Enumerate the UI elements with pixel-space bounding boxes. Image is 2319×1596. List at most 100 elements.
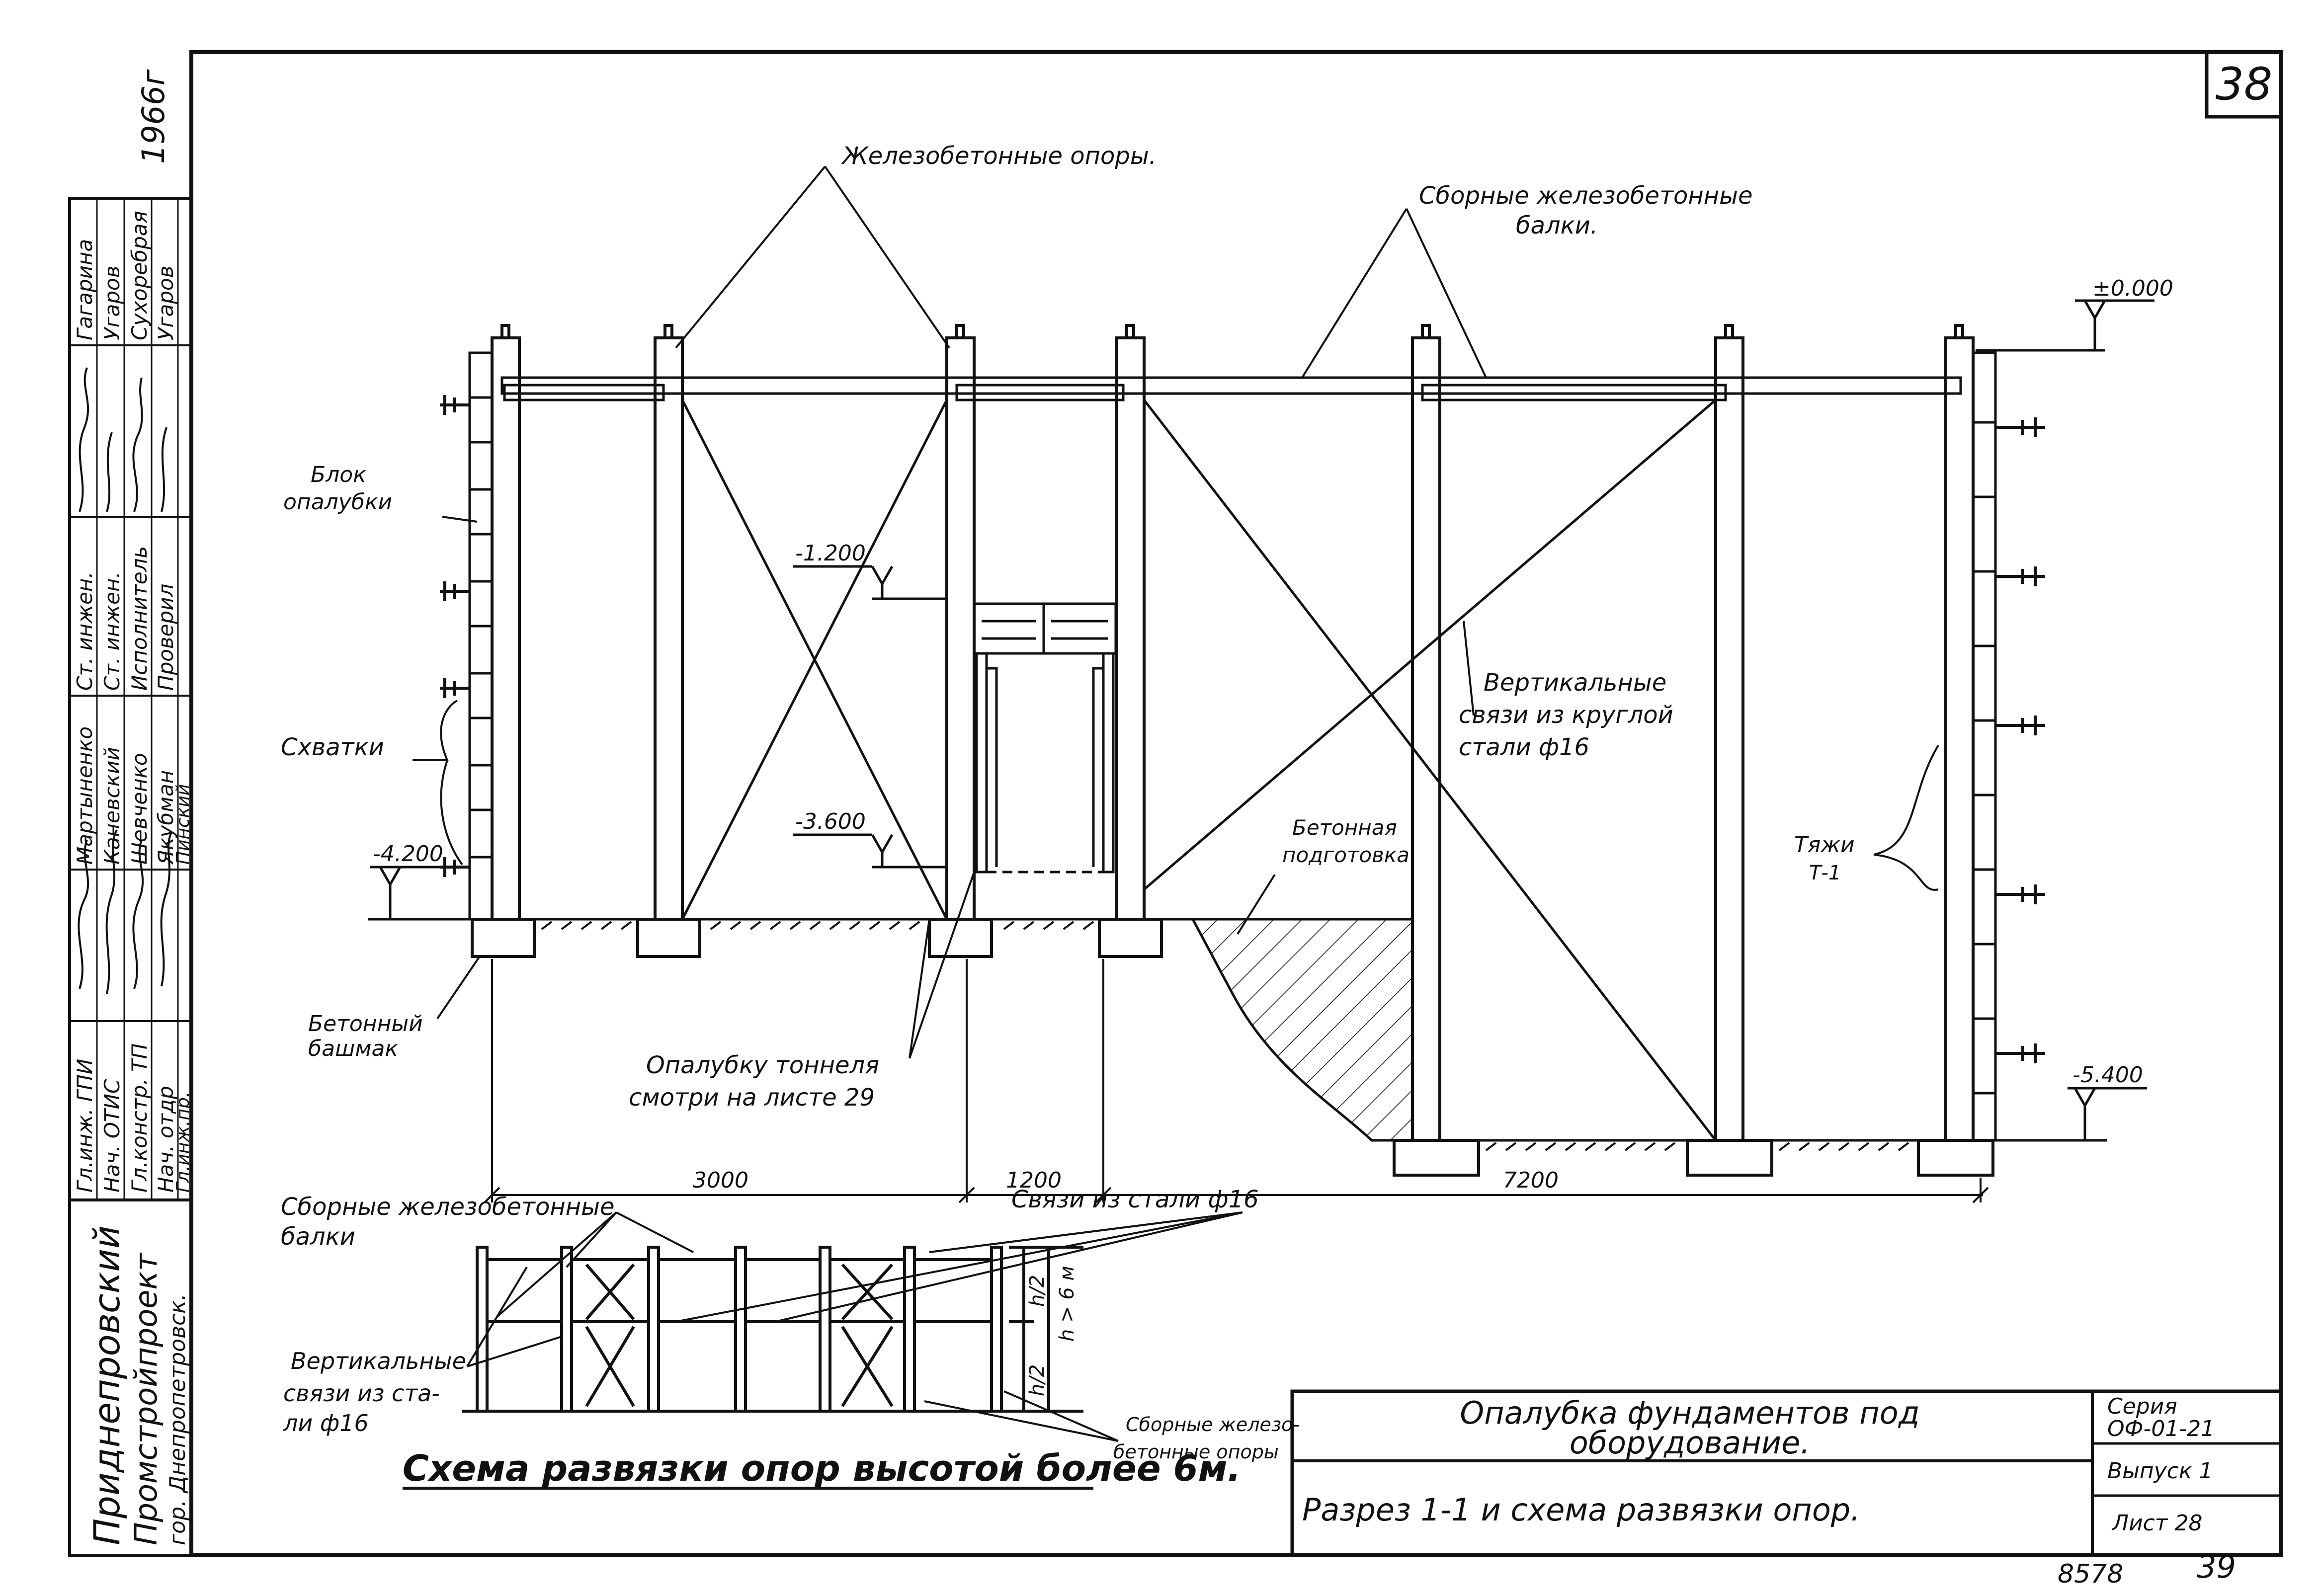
level-minus-1200: -1.200 [795,541,866,566]
label-concrete-prep-2: подготовка [1282,843,1409,867]
vertical-ties [681,399,1717,1141]
signatures [78,367,172,994]
scheme-vert-ties-1: Вертикальные [291,1348,466,1374]
tie-scheme: Сборные железобетонные балки Связи из ст… [281,1186,1300,1490]
label-formwork-block-1: Блок [311,462,366,487]
clamps-left [440,395,470,877]
rc-columns [491,324,1975,1142]
formwork-block-right [1972,351,1997,1142]
stamp-block: Гл.инж. ГПИ Нач. ОТИС Гл.констр. ТП Нач.… [68,197,193,1557]
stamp-name-1: Мартыненко [73,726,97,865]
level-zero: ±0.000 [2092,276,2173,301]
stamp-role-6: Ст. инжен. [73,571,97,691]
stamp-city: гор. Днепропетровск. [165,1293,190,1545]
stamp-name-9: Угаров [154,265,178,340]
stamp-role-8: Исполнитель [127,546,152,691]
stamp-name-5: Пинский [173,784,193,865]
stamp-name-8: Сухоребрая [127,211,152,340]
scheme-vert-ties-3: ли ф16 [283,1410,369,1436]
label-formwork-block-2: опалубки [283,489,392,515]
stamp-role-4: Нач. отдр [154,1086,178,1193]
column-5 [1411,336,1441,1142]
precast-beam [500,376,1962,395]
stamp-role-1: Гл.инж. ГПИ [73,1059,97,1193]
label-vertical-ties-1: Вертикальные [1484,669,1666,697]
sheet: Лист 28 [2111,1511,2202,1536]
series-label: Серия [2107,1394,2177,1419]
stamp-org-line1: Приднепровский [86,1225,128,1545]
stamp-org-line2: Промстройпроект [128,1252,164,1545]
concrete-shoes [471,918,1994,1177]
scheme-beams-2: балки [281,1223,355,1251]
footer-right: 39 [2197,1549,2236,1585]
sheet-frame [189,50,2283,1557]
stamp-role-2: Нач. ОТИС [100,1079,124,1193]
dim-3000: 3000 [693,1168,748,1193]
level-markers [370,299,2154,1142]
scheme-h-gt: h > 6 м [1056,1266,1078,1342]
label-rods-1: Тяжи [1794,832,1855,858]
title-block: Опалубка фундаментов под оборудование. Р… [1290,1389,2283,1557]
sheet-number-box [2205,50,2283,119]
column-1 [491,336,521,921]
footer-left: 8578 [2058,1559,2123,1589]
scheme-column-6 [903,1246,916,1413]
scheme-column-1 [476,1246,489,1413]
label-vertical-ties-2: связи из круглой [1459,701,1673,729]
scheme-beams-1: Сборные железобетонные [281,1193,615,1221]
stamp-role-7: Ст. инжен. [100,571,124,691]
stamp-name-7: Угаров [100,265,124,340]
scheme-title: Схема развязки опор высотой более 6м. [403,1447,1241,1489]
scheme-ties-steel: Связи из стали ф16 [1011,1186,1259,1213]
scheme-column-4 [734,1246,747,1413]
title-line1: Опалубка фундаментов под [1460,1395,1919,1431]
scheme-column-5 [819,1246,831,1413]
level-minus-4200: -4.200 [373,841,443,867]
label-clamps: Схватки [281,733,384,761]
issue: Выпуск 1 [2107,1458,2213,1484]
dim-7200: 7200 [1503,1168,1559,1193]
scheme-rc-supports-2: бетонные опоры [1113,1441,1279,1463]
stamp-name-6: Гагарина [73,239,97,340]
leaders [413,165,1939,1059]
scheme-h-half-top: h/2 [1026,1275,1049,1307]
scheme-h-half-bottom: h/2 [1026,1364,1049,1396]
label-concrete-prep-1: Бетонная [1292,815,1397,840]
subtitle: Разрез 1-1 и схема развязки опор. [1302,1492,1860,1528]
formwork-block-left [468,351,494,921]
tunnel-formwork [973,602,1117,874]
column-2 [654,336,684,921]
scheme-vert-ties-2: связи из ста- [283,1380,440,1407]
stamp-role-5: Гл.инж.пр. [173,1092,193,1193]
label-precast-beams-1: Сборные железобетонные [1419,182,1753,210]
level-minus-5400: -5.400 [2072,1062,2143,1088]
column-3 [945,336,976,921]
dimension-line [484,959,1989,1203]
column-4 [1115,336,1146,921]
rods-right [1995,417,2045,1063]
label-vertical-ties-3: стали ф16 [1459,733,1589,761]
scheme-rc-supports-1: Сборные железо- [1126,1414,1300,1436]
year: 1966г [135,69,171,164]
label-rc-supports: Железобетонные опоры. [841,142,1157,170]
label-concrete-shoe-1: Бетонный [308,1011,423,1037]
dim-1200: 1200 [1006,1168,1062,1193]
label-tunnel-formwork-1: Опалубку тоннеля [646,1051,879,1079]
label-tunnel-formwork-2: смотри на листе 29 [629,1084,875,1112]
stamp-name-4: Якубман [154,770,178,865]
column-6 [1714,336,1744,1142]
label-concrete-shoe-2: башмак [308,1036,399,1061]
ground-marks [541,921,1909,1151]
label-rods-2: Т-1 [1809,862,1841,884]
title-line2: оборудование. [1570,1425,1810,1461]
column-7 [1944,336,1975,1142]
level-minus-3600: -3.600 [795,809,866,834]
stamp-role-3: Гл.констр. ТП [127,1043,152,1193]
stamp-role-9: Проверил [154,584,178,691]
label-precast-beams-2: балки. [1516,212,1598,239]
sheet-number: 38 [2216,58,2273,110]
section-1-1: ±0.000 -1.200 -3.600 -4.200 -5.400 3000 … [281,142,2173,1203]
series-value: ОФ-01-21 [2107,1416,2215,1441]
scheme-column-3 [647,1246,660,1413]
